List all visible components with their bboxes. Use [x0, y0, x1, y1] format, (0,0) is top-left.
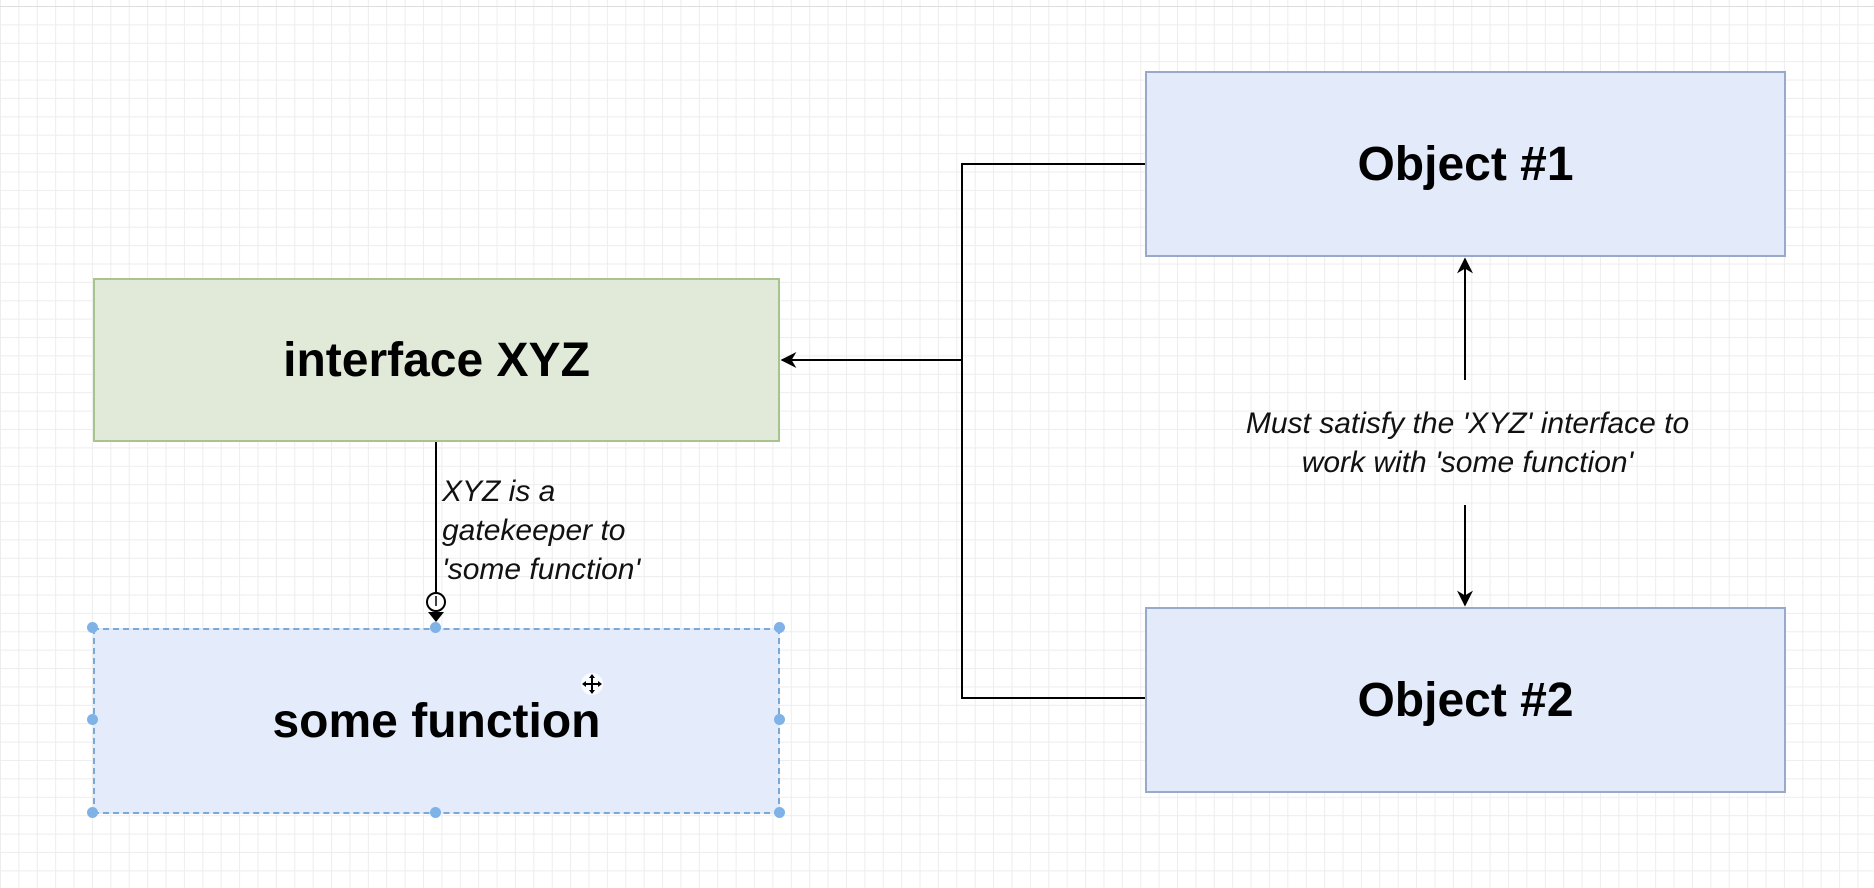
move-cursor-icon: [581, 673, 603, 695]
some-function-label: some function: [272, 694, 601, 748]
object-1-box[interactable]: Object #1: [1145, 71, 1786, 257]
gatekeeper-note[interactable]: XYZ is a gatekeeper to 'some function': [442, 472, 742, 589]
satisfy-interface-note[interactable]: Must satisfy the 'XYZ' interface to work…: [1160, 404, 1775, 482]
satisfy-note-line: Must satisfy the 'XYZ' interface to: [1245, 407, 1690, 440]
resize-handle-right[interactable]: [774, 714, 785, 725]
canvas-top-border: [0, 6, 1874, 7]
resize-handle-top-left[interactable]: [87, 622, 98, 633]
some-function-box[interactable]: some function: [93, 628, 780, 814]
resize-handle-bottom-right[interactable]: [774, 807, 785, 818]
satisfy-note-line: work with 'some function': [1301, 446, 1634, 479]
resize-handle-bottom-left[interactable]: [87, 807, 98, 818]
gatekeeper-note-line: gatekeeper to: [442, 514, 626, 547]
connector-object1-bracket[interactable]: [961, 163, 1145, 699]
object-2-label: Object #2: [1357, 673, 1574, 727]
connection-point-icon[interactable]: [426, 592, 446, 622]
resize-handle-bottom[interactable]: [430, 807, 441, 818]
object-2-box[interactable]: Object #2: [1145, 607, 1786, 793]
interface-xyz-label: interface XYZ: [283, 333, 590, 387]
gatekeeper-note-line: 'some function': [442, 553, 641, 586]
resize-handle-left[interactable]: [87, 714, 98, 725]
resize-handle-top-right[interactable]: [774, 622, 785, 633]
object-1-label: Object #1: [1357, 137, 1574, 191]
interface-xyz-box[interactable]: interface XYZ: [93, 278, 780, 442]
resize-handle-top[interactable]: [430, 622, 441, 633]
gatekeeper-note-line: XYZ is a: [442, 475, 556, 508]
